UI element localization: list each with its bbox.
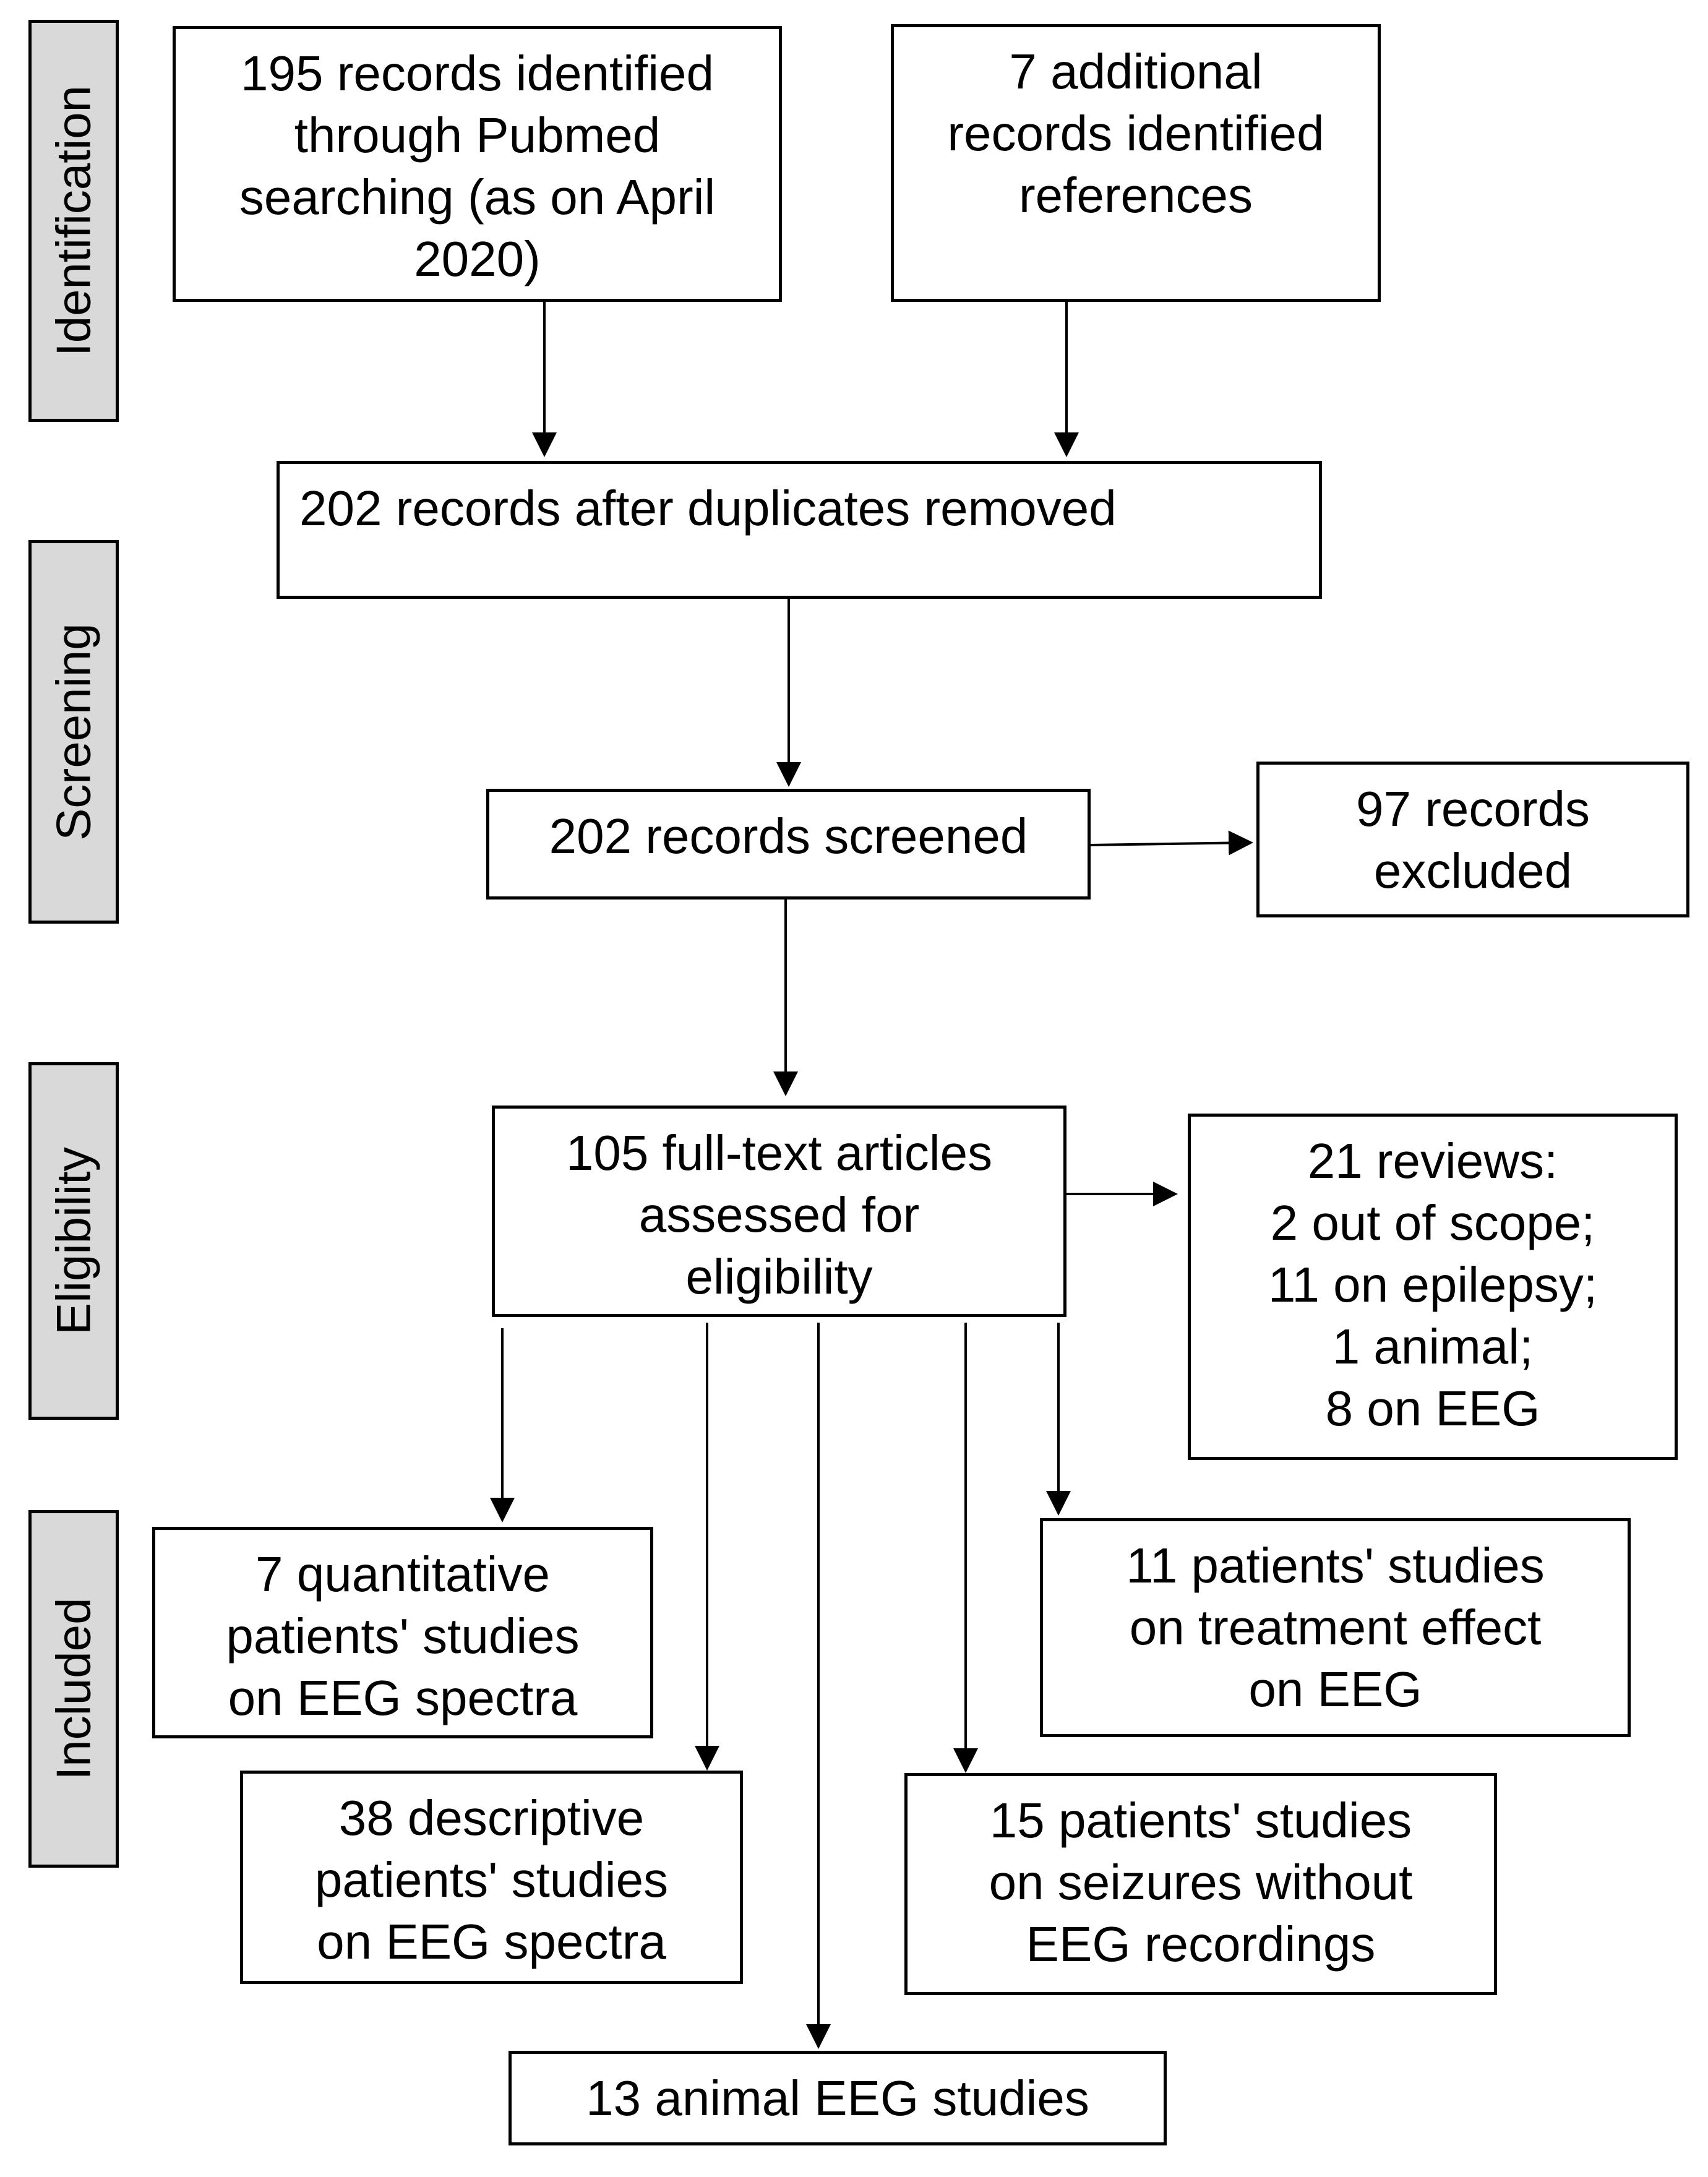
box-line: 202 records screened [549, 809, 1028, 864]
box-line: on EEG [1248, 1662, 1422, 1717]
stage-label-screening: Screening [46, 623, 101, 841]
box-line: EEG recordings [1026, 1917, 1376, 1972]
box-line: 11 patients' studies [1126, 1538, 1545, 1593]
box-line: on treatment effect [1129, 1600, 1542, 1655]
stage-screening: Screening [28, 540, 119, 924]
box-records-screened: 202 records screened [486, 789, 1091, 900]
box-line: 13 animal EEG studies [586, 2071, 1089, 2126]
arrow-screened-to-excluded [1090, 830, 1253, 856]
box-animal-studies: 13 animal EEG studies [509, 2051, 1167, 2145]
box-line: 15 patients' studies [989, 1793, 1412, 1848]
box-line: 97 records [1356, 781, 1590, 836]
box-line: records identified [947, 106, 1324, 161]
box-line: 105 full-text articles [565, 1125, 993, 1180]
box-line: 202 records after duplicates removed [299, 481, 1117, 536]
box-line: excluded [1373, 843, 1573, 898]
box-line: patients' studies [314, 1852, 669, 1907]
box-line: references [1019, 168, 1253, 223]
box-line: 2 out of scope; [1270, 1195, 1595, 1250]
box-line: assessed for [638, 1187, 920, 1242]
stage-identification: Identification [28, 20, 119, 422]
box-line: through Pubmed [294, 108, 661, 163]
stage-label-included: Included [46, 1597, 101, 1780]
box-line: searching (as on April [239, 170, 716, 225]
box-records-excluded: 97 records excluded [1256, 762, 1689, 917]
box-pubmed-records: 195 records identified through Pubmed se… [173, 26, 782, 302]
box-line: 11 on epilepsy; [1268, 1257, 1598, 1312]
box-reviews-excluded: 21 reviews: 2 out of scope; 11 on epilep… [1188, 1114, 1678, 1460]
stage-included: Included [28, 1510, 119, 1868]
box-seizure-studies: 15 patients' studies on seizures without… [904, 1773, 1497, 1995]
box-treatment-studies: 11 patients' studies on treatment effect… [1040, 1518, 1631, 1737]
box-line: patients' studies [226, 1608, 580, 1664]
stage-eligibility: Eligibility [28, 1062, 119, 1420]
box-line: 21 reviews: [1307, 1133, 1558, 1188]
box-after-duplicates: 202 records after duplicates removed [277, 461, 1322, 599]
box-line: 195 records identified [241, 46, 714, 101]
box-line: 7 additional [1009, 44, 1263, 99]
stage-label-eligibility: Eligibility [46, 1147, 101, 1335]
box-line: eligibility [685, 1249, 873, 1304]
box-line: on EEG spectra [317, 1914, 666, 1969]
box-line: 8 on EEG [1325, 1381, 1540, 1436]
box-descriptive-studies: 38 descriptive patients' studies on EEG … [240, 1771, 743, 1984]
stage-label-identification: Identification [46, 85, 101, 356]
box-line: 7 quantitative [255, 1547, 550, 1602]
box-additional-records: 7 additional records identified referenc… [891, 24, 1381, 302]
box-fulltext-assessed: 105 full-text articles assessed for elig… [492, 1106, 1066, 1317]
box-line: on EEG spectra [228, 1670, 578, 1725]
box-line: 38 descriptive [338, 1790, 645, 1845]
box-quantitative-studies: 7 quantitative patients' studies on EEG … [152, 1527, 653, 1738]
box-line: 2020) [414, 231, 541, 286]
box-line: on seizures without [989, 1855, 1413, 1910]
box-line: 1 animal; [1332, 1319, 1534, 1374]
